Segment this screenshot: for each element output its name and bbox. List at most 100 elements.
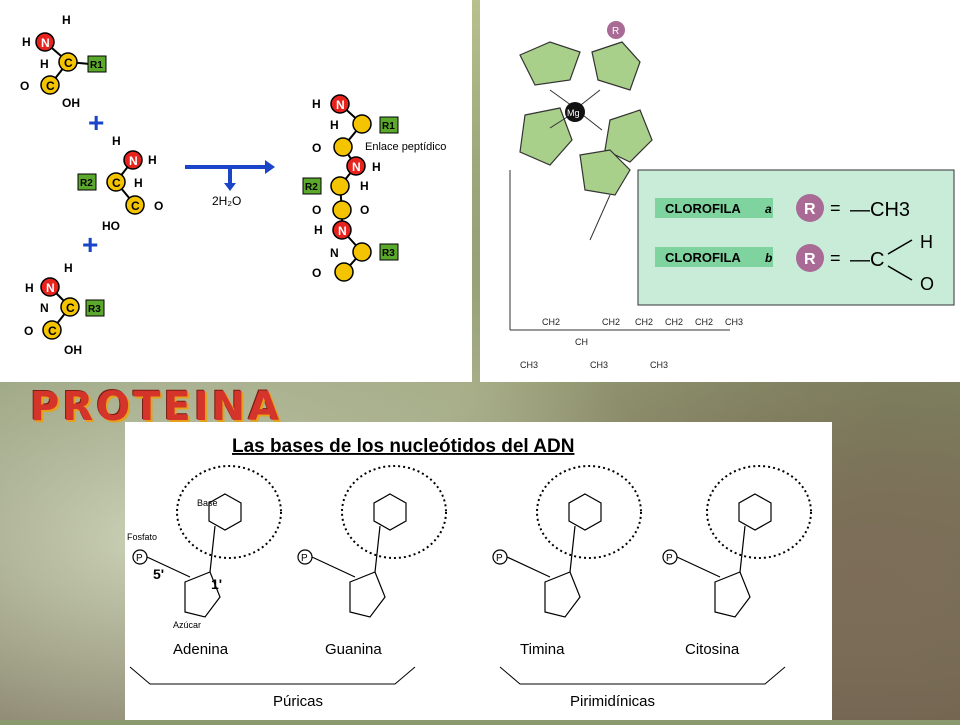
base-name-timina: Timina — [520, 641, 565, 658]
chlorophyll-panel: Mg R CLOROFILA a CLOROFILA b R R = = —CH… — [480, 0, 960, 382]
atom-o: O — [312, 141, 321, 155]
legend-variant-b: b — [765, 251, 772, 265]
atom-o: O — [360, 203, 369, 217]
atom-n: N — [129, 154, 138, 168]
atom-h: H — [64, 261, 73, 275]
phosphate-label: P — [136, 553, 143, 564]
chlorophyll-diagram: Mg R CLOROFILA a CLOROFILA b R R = = —CH… — [509, 21, 955, 370]
atom-c: C — [112, 176, 121, 190]
glycosidic-bond — [209, 525, 216, 573]
atom-c: C — [64, 56, 73, 70]
plus-sign: + — [82, 229, 98, 260]
nucleotide-guanina: P — [297, 465, 447, 618]
phosphate-bond — [311, 556, 356, 578]
sugar-ring — [349, 571, 386, 618]
atom-n: N — [46, 281, 55, 295]
porphyrin-ring — [519, 41, 653, 196]
formula-a: —CH3 — [850, 199, 910, 221]
base-name-guanina: Guanina — [325, 641, 382, 658]
svg-text:CH2: CH2 — [695, 317, 713, 327]
phosphate-label: P — [666, 553, 673, 564]
legend-name-b: CLOROFILA — [665, 250, 741, 265]
fosfato-label: Fosfato — [127, 532, 157, 542]
atom-h: H — [314, 223, 323, 237]
base-outline — [176, 465, 282, 559]
tripeptide-product: N N N R1 R2 R3 H H O H H O O H N O — [302, 94, 399, 282]
svg-text:CH3: CH3 — [590, 360, 608, 370]
r1-label: R1 — [382, 121, 395, 132]
svg-text:CH2: CH2 — [542, 317, 560, 327]
water-label: 2H₂O — [212, 194, 241, 208]
atom-h: H — [62, 13, 71, 27]
r-bubble — [607, 21, 625, 39]
atom-h: H — [25, 281, 34, 295]
atom-c: C — [46, 79, 55, 93]
r3-label: R3 — [382, 248, 395, 259]
legend-name-a: CLOROFILA — [665, 201, 741, 216]
base-ring — [568, 493, 602, 531]
phosphate-label: P — [301, 553, 308, 564]
reaction-arrow: 2H₂O — [185, 160, 275, 208]
atom-c: C — [66, 301, 75, 315]
atom-o: O — [24, 324, 33, 338]
svg-text:CH3: CH3 — [520, 360, 538, 370]
five-prime-label: 5' — [153, 566, 164, 582]
base-ring — [373, 493, 407, 531]
glycosidic-bond — [739, 525, 746, 573]
amino-acid-2: N C C R2 H H H O HO — [77, 134, 163, 233]
phosphate-bond — [676, 556, 721, 578]
atom-c: C — [48, 324, 57, 338]
atom-o: O — [312, 203, 321, 217]
r-label: R — [804, 251, 816, 268]
svg-text:CH3: CH3 — [650, 360, 668, 370]
base-outline — [341, 465, 447, 559]
atom-h: H — [148, 153, 157, 167]
one-prime-label: 1' — [211, 576, 222, 592]
equals-sign: = — [830, 198, 841, 218]
amino-acid-1: N C C R1 H H H O OH — [20, 13, 107, 110]
mg-label: Mg — [567, 108, 580, 118]
atom-h: H — [372, 160, 381, 174]
chlorophyll-legend: CLOROFILA a CLOROFILA b R R = = —CH3 —C … — [637, 169, 955, 306]
peptide-bond-panel: N C C R1 H H H O OH + N C C R2 H H H O — [0, 0, 472, 382]
base-outline — [706, 465, 812, 559]
glycosidic-bond — [569, 525, 576, 573]
atom-h: H — [360, 179, 369, 193]
atom-h: H — [40, 57, 49, 71]
svg-text:CH2: CH2 — [635, 317, 653, 327]
atom-o: O — [154, 199, 163, 213]
atom-c: C — [131, 199, 140, 213]
base-label: Base — [197, 498, 218, 508]
nucleotide-citosina: P — [662, 465, 812, 618]
atom-ho: HO — [102, 219, 120, 233]
base-outline — [536, 465, 642, 559]
atom-o: O — [20, 79, 29, 93]
base-name-citosina: Citosina — [685, 641, 740, 658]
phosphate-label: P — [496, 553, 503, 564]
equals-sign: = — [830, 248, 841, 268]
glycosidic-bond — [374, 525, 381, 573]
atom-n: N — [40, 301, 49, 315]
base-name-adenina: Adenina — [173, 641, 229, 658]
atom-n: N — [330, 246, 339, 260]
formula-b: —C — [850, 249, 884, 271]
legend-variant-a: a — [765, 202, 772, 216]
svg-text:CH: CH — [575, 337, 588, 347]
nucleotide-timina: P — [492, 465, 642, 618]
atom-h: H — [22, 35, 31, 49]
nucleotide-adenina: P — [132, 465, 282, 618]
atom-h: H — [330, 118, 339, 132]
peptide-bond-label: Enlace peptídico — [365, 141, 446, 153]
peptide-diagram: N C C R1 H H H O OH + N C C R2 H H H O — [20, 13, 446, 357]
sugar-ring — [184, 571, 221, 618]
base-ring — [738, 493, 772, 531]
svg-text:CH2: CH2 — [665, 317, 683, 327]
group-pirimidinicas: Pirimidínicas — [570, 693, 655, 710]
svg-text:CH2: CH2 — [602, 317, 620, 327]
atom-h: H — [112, 134, 121, 148]
r1-label: R1 — [90, 60, 103, 71]
atom-n: N — [338, 224, 347, 238]
phosphate-bond — [146, 556, 191, 578]
atom-n: N — [336, 98, 345, 112]
